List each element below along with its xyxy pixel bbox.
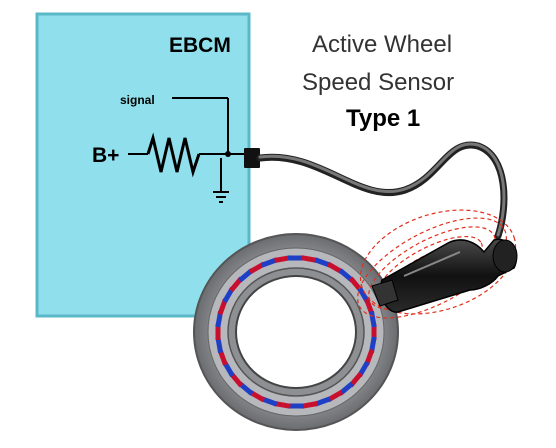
ring-magnet [217, 348, 228, 366]
ring-magnet [326, 389, 344, 403]
ring-magnet [260, 396, 278, 407]
tone-ring [193, 233, 399, 431]
ring-magnet [357, 286, 370, 304]
ring-magnets [215, 255, 377, 409]
ring-magnet [338, 381, 354, 396]
ring-magnet [248, 389, 266, 403]
circuit-node [225, 151, 231, 157]
sensor-cable-highlight [258, 142, 506, 237]
ebcm-box [35, 12, 251, 318]
ring-magnet [288, 255, 304, 261]
wheel-speed-sensor [371, 238, 518, 313]
ring-magnet [368, 336, 377, 354]
field-line [359, 209, 517, 315]
ring-magnet [238, 268, 254, 283]
ring-magnet [215, 310, 224, 328]
ring-magnet [274, 401, 291, 409]
ring-magnet [364, 298, 375, 316]
ring-magnet [348, 371, 363, 388]
ring-magnet [301, 401, 318, 409]
ring-magnet [371, 324, 377, 340]
ring-magnet [215, 336, 224, 354]
ebcm-circuit [128, 97, 245, 203]
ring-magnet [238, 381, 254, 396]
field-line [357, 217, 507, 319]
sensor-housing [379, 238, 517, 313]
ebcm-connector [244, 148, 260, 168]
supply-label: B+ [92, 144, 119, 167]
sensor-tip [371, 279, 399, 307]
ring-magnet [222, 360, 235, 378]
ebcm-label: EBCM [169, 34, 231, 57]
title-line-1: Active Wheel [312, 31, 452, 58]
sensor-shine [403, 251, 461, 277]
ring-magnet [215, 324, 221, 340]
ring-magnet [260, 257, 278, 268]
ring-magnet [288, 403, 304, 409]
title-line-2: Speed Sensor [302, 69, 454, 96]
sensor-cap [492, 239, 518, 273]
signal-label: signal [120, 93, 155, 107]
ring-magnet [314, 396, 332, 407]
ring-magnet [217, 298, 228, 316]
resistor [146, 132, 201, 178]
ring-magnet [248, 261, 266, 275]
ring-magnet [314, 257, 332, 268]
title-line-3: Type 1 [346, 105, 420, 132]
ring-magnet [326, 261, 344, 275]
ring-magnet [364, 348, 375, 366]
ring-magnet [229, 276, 244, 293]
ring-bore [235, 275, 357, 389]
ring-magnet [338, 268, 354, 283]
ring-magnet [274, 255, 291, 263]
ring-magnet [301, 255, 318, 263]
